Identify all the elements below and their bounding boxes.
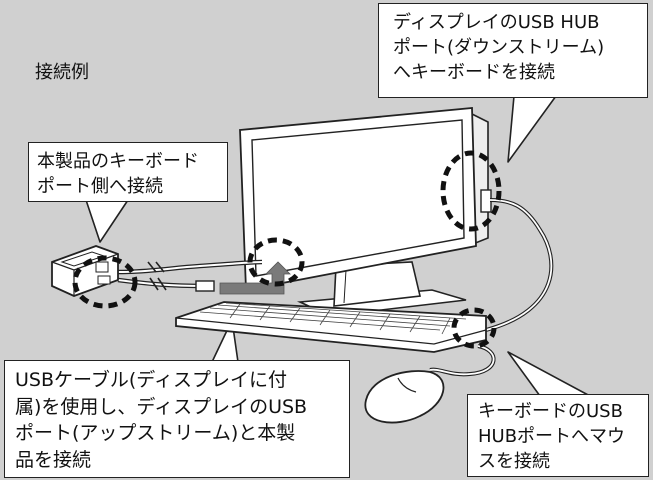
callout-usb-hub: ディスプレイのUSB HUB ポート(ダウンストリーム) へキーボードを接続 [378,3,648,98]
mouse-button-line [397,377,417,393]
monitor-usb-hub-port [480,189,492,213]
keyboard-front-edge [175,317,487,345]
callout-line: キーボードのUSB [478,401,623,422]
callout-line: スを接続 [478,451,550,472]
mouse [364,370,445,424]
usb-upstream-cable-inner [117,261,263,273]
stand-edge-line [343,269,347,304]
keyboard-cable-inner [485,199,553,331]
usb-plug [195,280,215,292]
callout-line: HUBポートへマウ [478,426,626,447]
callout-line: ポート側へ接続 [37,176,163,197]
mouse-cable-inner [429,345,495,376]
callout-mouse: キーボードのUSB HUBポートへマウ スを接続 [467,394,649,477]
monitor-screen [251,119,465,277]
marker-monitor-hub [440,150,502,232]
product-usb-port [97,275,111,285]
callout-line: ディスプレイのUSB HUB [393,12,600,33]
connection-arrow [219,261,291,295]
diagram-title: 接続例 [35,62,89,83]
callout-mouse-tail [507,351,591,397]
callout-line: 品を接続 [15,448,92,471]
marker-keyboard-hub [451,307,497,349]
product-lower-cable-inner [117,279,206,287]
marker-product-port [72,255,138,309]
callout-line: へキーボードを接続 [393,62,555,83]
callout-line: USBケーブル(ディスプレイに付 [15,369,287,391]
callout-keyboard-port: 本製品のキーボード ポート側へ接続 [28,142,228,202]
callout-keyboard-port-tail [85,199,129,243]
callout-line: 本製品のキーボード [37,151,199,172]
cable-break-mark-2 [149,277,167,291]
keyboard-keys [199,302,467,335]
callout-line: ポート(アップストリーム)と本製 [15,422,296,444]
callout-line: 属)を使用し、ディスプレイのUSB [15,395,308,418]
callout-usb-hub-tail [507,95,557,163]
cable-break-mark [147,261,165,273]
product-keyboard-port [95,261,109,273]
marker-monitor-upstream [247,237,305,287]
callout-line: ポート(ダウンストリーム) [393,37,605,58]
callout-usb-cable: USBケーブル(ディスプレイに付 属)を使用し、ディスプレイのUSB ポート(ア… [4,360,350,478]
keyboard-cable [485,198,554,332]
